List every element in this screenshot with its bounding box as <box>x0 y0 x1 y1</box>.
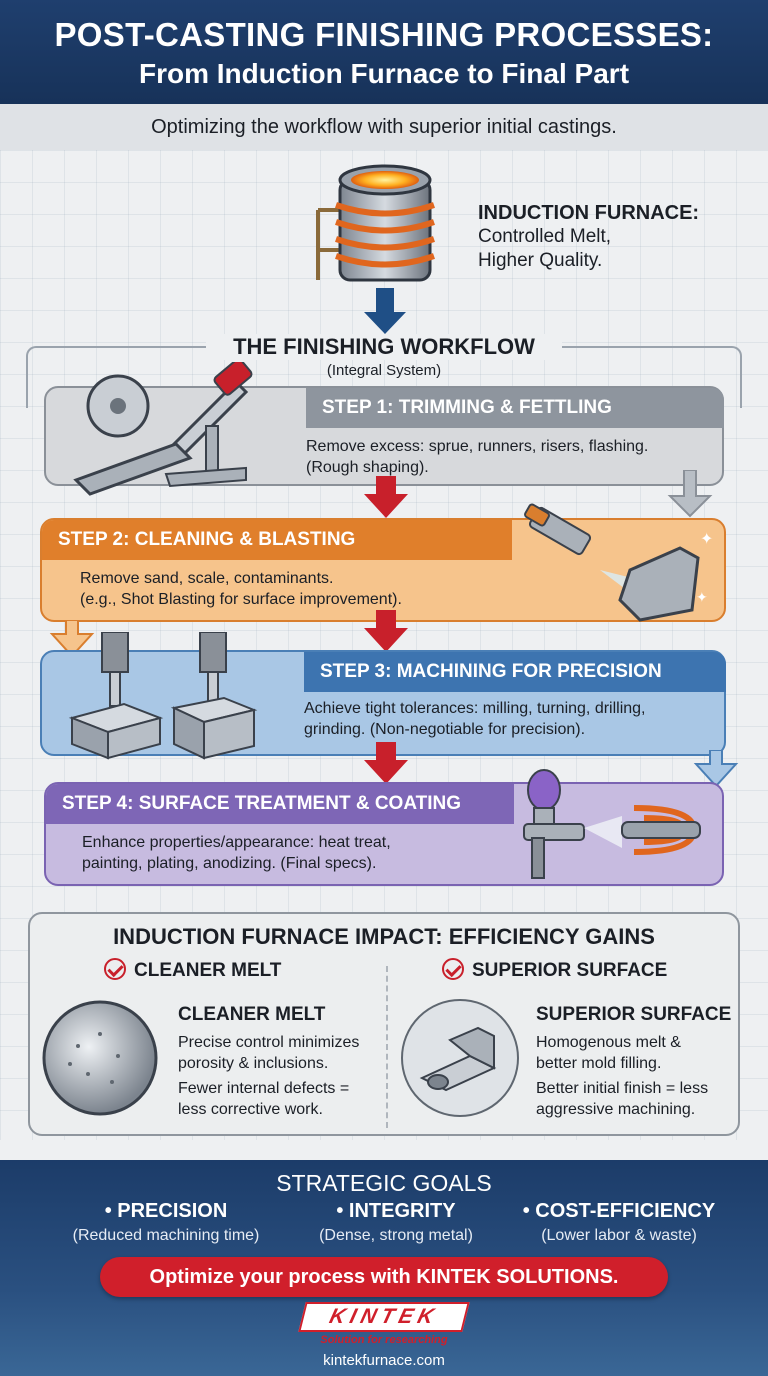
step-2-card: STEP 2: CLEANING & BLASTING Remove sand,… <box>40 518 726 622</box>
step-1-title: STEP 1: TRIMMING & FETTLING <box>306 388 724 428</box>
right-line-3: Better initial finish = less <box>536 1080 709 1097</box>
check-cleaner-melt: CLEANER MELT <box>104 958 282 982</box>
step-4-line2: painting, plating, anodizing. (Final spe… <box>82 855 377 872</box>
right-line-1: Homogenous melt & <box>536 1034 681 1051</box>
smooth-part-icon <box>401 999 519 1117</box>
step-2-description: Remove sand, scale, contaminants. (e.g.,… <box>80 568 540 610</box>
left-line-4: less corrective work. <box>178 1101 323 1118</box>
induction-furnace-icon <box>316 164 435 334</box>
step-4-line1: Enhance properties/appearance: heat trea… <box>82 834 391 851</box>
saw-and-casting-icon <box>73 362 253 496</box>
drilling-machine-icon <box>68 632 258 760</box>
step-4-card: STEP 4: SURFACE TREATMENT & COATING Enha… <box>44 782 724 886</box>
porous-cylinder-icon <box>42 1000 158 1116</box>
step-4-title: STEP 4: SURFACE TREATMENT & COATING <box>46 784 514 824</box>
impact-title: INDUCTION FURNACE IMPACT: EFFICIENCY GAI… <box>113 924 655 949</box>
step-2-line1: Remove sand, scale, contaminants. <box>80 570 334 587</box>
column-divider <box>386 966 388 1128</box>
cta-banner[interactable]: Optimize your process with KINTEK SOLUTI… <box>100 1257 668 1297</box>
svg-text:✦: ✦ <box>700 531 713 548</box>
check-icon <box>442 958 464 980</box>
step-1-description: Remove excess: sprue, runners, risers, f… <box>306 436 718 478</box>
flow-arrow-right-3 <box>693 750 739 788</box>
flow-arrow-left-2 <box>49 620 95 658</box>
furnace-label: INDUCTION FURNACE: Controlled Melt, High… <box>478 202 699 273</box>
step-2-line2: (e.g., Shot Blasting for surface improve… <box>80 591 402 608</box>
check-icon <box>104 958 126 980</box>
right-line-4: aggressive machining. <box>536 1101 696 1118</box>
header-banner: POST-CASTING FINISHING PROCESSES: From I… <box>0 0 768 104</box>
page-subtitle: Optimizing the workflow with superior in… <box>0 104 768 150</box>
goal-precision: • PRECISION (Reduced machining time) <box>46 1200 286 1245</box>
logo-tagline: Solution for researching <box>320 1334 448 1346</box>
website-link[interactable]: kintekfurnace.com <box>323 1352 445 1369</box>
goal-integrity-sub: (Dense, strong metal) <box>319 1227 473 1244</box>
furnace-line2: Higher Quality. <box>478 250 603 271</box>
logo-wordmark: KINTEK <box>298 1302 470 1332</box>
blasting-nozzle-icon: ✦ ✦ <box>524 503 713 622</box>
strategic-goals-section: STRATEGIC GOALS • PRECISION (Reduced mac… <box>0 1160 768 1376</box>
left-line-2: porosity & inclusions. <box>178 1055 329 1072</box>
flow-arrow-right-1 <box>667 470 713 518</box>
step-2-title: STEP 2: CLEANING & BLASTING <box>42 520 512 560</box>
goal-precision-sub: (Reduced machining time) <box>72 1227 260 1244</box>
check-label-left: CLEANER MELT <box>134 960 282 982</box>
step-3-description: Achieve tight tolerances: milling, turni… <box>304 698 724 740</box>
spray-gun-and-coil-icon <box>523 769 701 879</box>
kintek-logo: KINTEK Solution for researching <box>298 1302 470 1346</box>
svg-text:✦: ✦ <box>696 589 708 605</box>
down-arrow-1 <box>364 476 408 518</box>
left-column-title: CLEANER MELT <box>178 1004 326 1025</box>
right-column-title: SUPERIOR SURFACE <box>536 1004 732 1025</box>
goal-cost-sub: (Lower labor & waste) <box>541 1227 697 1244</box>
goal-integrity: • INTEGRITY (Dense, strong metal) <box>296 1200 496 1245</box>
page-title: POST-CASTING FINISHING PROCESSES: <box>54 16 714 53</box>
workflow-subtitle: (Integral System) <box>326 362 442 379</box>
furnace-line1: Controlled Melt, <box>478 226 612 247</box>
goal-integrity-title: • INTEGRITY <box>336 1200 456 1222</box>
check-label-right: SUPERIOR SURFACE <box>472 960 668 982</box>
check-superior-surface: SUPERIOR SURFACE <box>442 958 668 982</box>
left-line-3: Fewer internal defects = <box>178 1080 350 1097</box>
page-title-line2: From Induction Furnace to Final Part <box>138 58 630 89</box>
workflow-title: THE FINISHING WORKFLOW <box>206 334 562 360</box>
step-1-line2: (Rough shaping). <box>306 459 429 476</box>
goal-precision-title: • PRECISION <box>104 1200 228 1222</box>
goals-title: STRATEGIC GOALS <box>276 1170 492 1196</box>
step-1-line1: Remove excess: sprue, runners, risers, f… <box>306 438 649 455</box>
step-4-description: Enhance properties/appearance: heat trea… <box>82 832 522 874</box>
down-arrow-2 <box>364 610 408 652</box>
goal-cost-efficiency: • COST-EFFICIENCY (Lower labor & waste) <box>506 1200 732 1245</box>
step-3-title: STEP 3: MACHINING FOR PRECISION <box>304 652 726 692</box>
step-3-line2: grinding. (Non-negotiable for precision)… <box>304 721 586 738</box>
left-line-1: Precise control minimizes <box>178 1034 360 1051</box>
down-arrow-3 <box>364 742 408 784</box>
furnace-title: INDUCTION FURNACE: <box>478 202 700 224</box>
right-line-2: better mold filling. <box>536 1055 662 1072</box>
goal-cost-title: • COST-EFFICIENCY <box>522 1200 716 1222</box>
step-3-line1: Achieve tight tolerances: milling, turni… <box>304 700 646 717</box>
impact-panel: INDUCTION FURNACE IMPACT: EFFICIENCY GAI… <box>28 912 740 1136</box>
